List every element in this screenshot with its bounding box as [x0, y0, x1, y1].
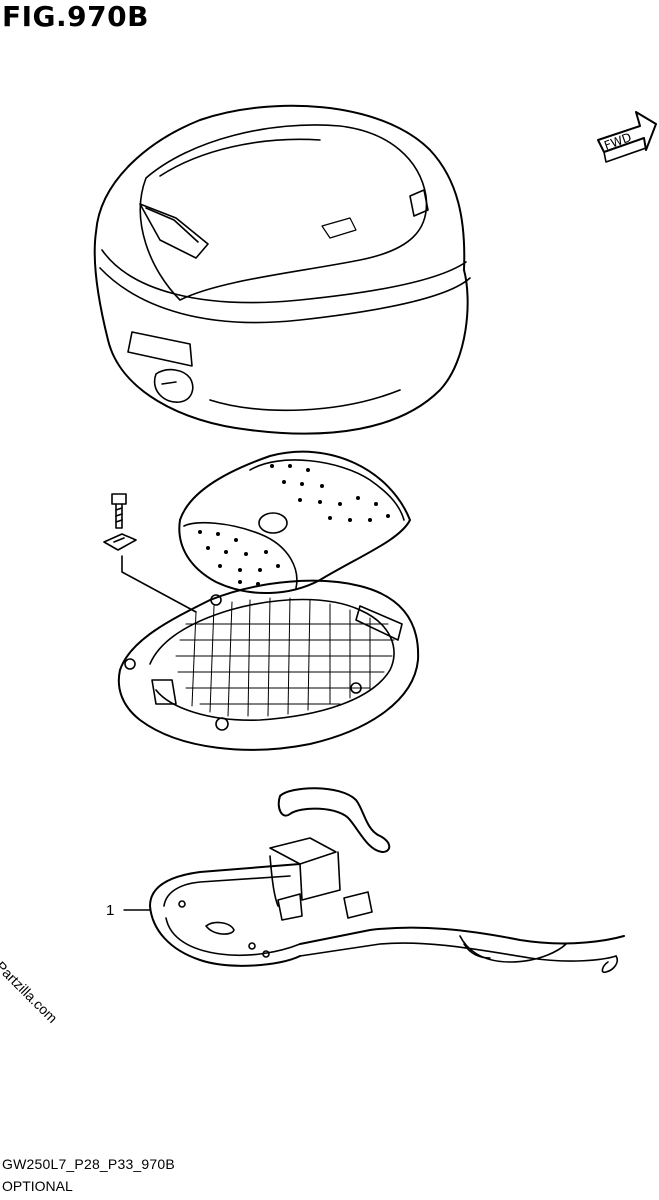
diagram-code: GW250L7_P28_P33_970B: [2, 1156, 175, 1172]
top-case: [93, 104, 471, 435]
pad-plate: [178, 450, 411, 595]
fwd-label: FWD: [602, 130, 633, 153]
bolt: [111, 493, 127, 529]
diagram-note: OPTIONAL: [2, 1178, 73, 1194]
carrier-bracket: [149, 787, 625, 974]
nut-plate: [103, 533, 137, 551]
leader-line: [121, 555, 197, 613]
figure-title: FIG.970B: [2, 0, 149, 33]
callout-label: 1: [106, 902, 115, 919]
forward-arrow-icon: FWD: [597, 111, 657, 163]
base-plate: [117, 579, 420, 751]
